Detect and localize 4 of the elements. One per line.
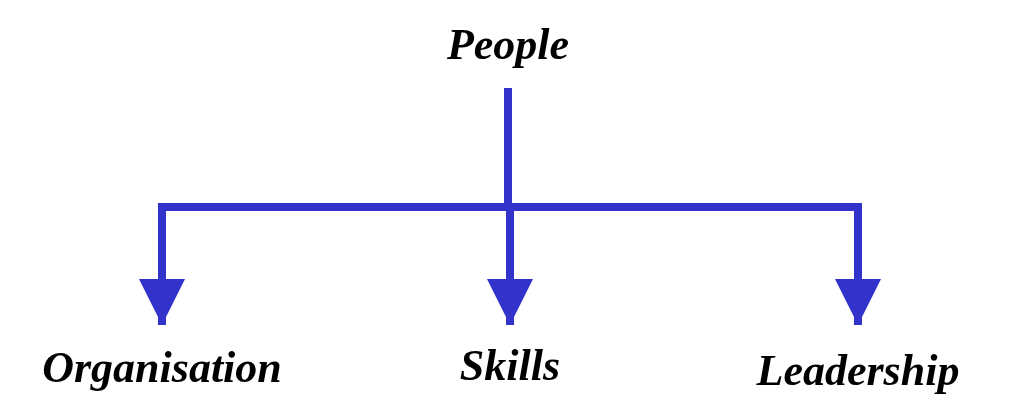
category-label: Organisation xyxy=(42,325,282,393)
category-label: Skills xyxy=(459,325,561,391)
heading-label: People xyxy=(446,20,570,88)
category-label: Leadership xyxy=(756,325,960,396)
